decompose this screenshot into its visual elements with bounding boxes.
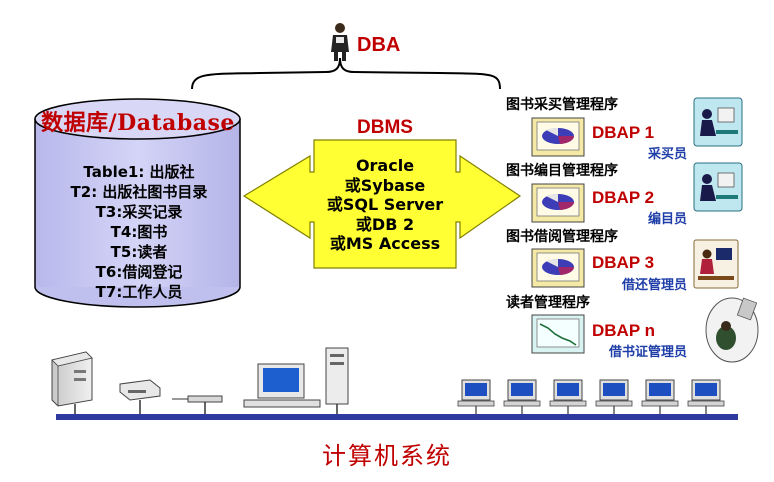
table-item: T4:图书 — [110, 223, 168, 241]
database-cylinder — [34, 98, 241, 308]
app-name-4: 读者管理程序 — [506, 295, 590, 311]
dba-person-icon — [331, 23, 349, 61]
database-table-list: Table1: 出版社 T2: 出版社图书目录 T3:采买记录 T4:图书 T5… — [34, 162, 244, 302]
network-bus — [56, 414, 738, 420]
dba-brace — [191, 57, 501, 90]
computer-system-label: 计算机系统 — [322, 442, 452, 470]
database-title: 数据库/Database — [41, 110, 235, 136]
dbms-product: 或SQL Server — [326, 195, 444, 214]
app-code-2: DBAP 2 — [592, 188, 655, 207]
hub-icon — [172, 395, 223, 414]
app-name-2: 图书编目管理程序 — [506, 163, 618, 179]
table-item: T5:读者 — [110, 243, 168, 261]
server-tower-icon — [51, 351, 93, 414]
app-code-1: DBAP 1 — [592, 123, 655, 142]
dba-label: DBA — [357, 34, 401, 56]
table-item: T7:工作人员 — [95, 283, 183, 301]
table-item: T3:采买记录 — [95, 203, 183, 221]
dbms-product: Oracle — [355, 156, 415, 175]
client-pc-icon-1 — [457, 379, 495, 414]
client-pc-icon-3 — [549, 379, 587, 414]
dbms-product: 或DB 2 — [355, 214, 415, 234]
table-item: T6:借阅登记 — [95, 263, 183, 281]
dbms-label: DBMS — [357, 117, 413, 138]
app-role-4: 借书证管理员 — [608, 345, 687, 360]
app-code-4: DBAP n — [592, 321, 655, 340]
app-code-3: DBAP 3 — [592, 253, 655, 272]
dbms-product: 或Sybase — [344, 175, 426, 195]
table-item: T2: 出版社图书目录 — [70, 183, 208, 201]
app-role-3: 借还管理员 — [621, 278, 687, 293]
clerk-desk-icon-3 — [693, 239, 739, 289]
app-name-3: 图书借阅管理程序 — [506, 229, 618, 245]
clerk-icon-1 — [693, 97, 743, 147]
monitor-icon-3 — [531, 248, 585, 288]
monitor-icon-1 — [531, 117, 585, 157]
table-item: Table1: 出版社 — [83, 163, 195, 181]
app-name-1: 图书采买管理程序 — [506, 97, 618, 113]
monitor-icon-4 — [531, 314, 585, 354]
monitor-icon-2 — [531, 183, 585, 223]
dbms-product: 或MS Access — [329, 234, 441, 253]
client-pc-icon-4 — [595, 379, 633, 414]
clerk-icon-2 — [693, 162, 743, 212]
desktop-unit-icon — [119, 379, 161, 414]
client-pc-icon-2 — [503, 379, 541, 414]
dbms-double-arrow — [242, 139, 522, 269]
clerk-overhead-icon-4 — [705, 297, 759, 363]
client-pc-icon-6 — [687, 379, 725, 414]
dbms-product-list: Oracle 或Sybase 或SQL Server 或DB 2 或MS Acc… — [300, 156, 470, 254]
workstation-icon — [243, 347, 349, 414]
app-role-2: 编目员 — [647, 212, 687, 227]
app-role-1: 采买员 — [647, 147, 687, 162]
client-pc-icon-5 — [641, 379, 679, 414]
